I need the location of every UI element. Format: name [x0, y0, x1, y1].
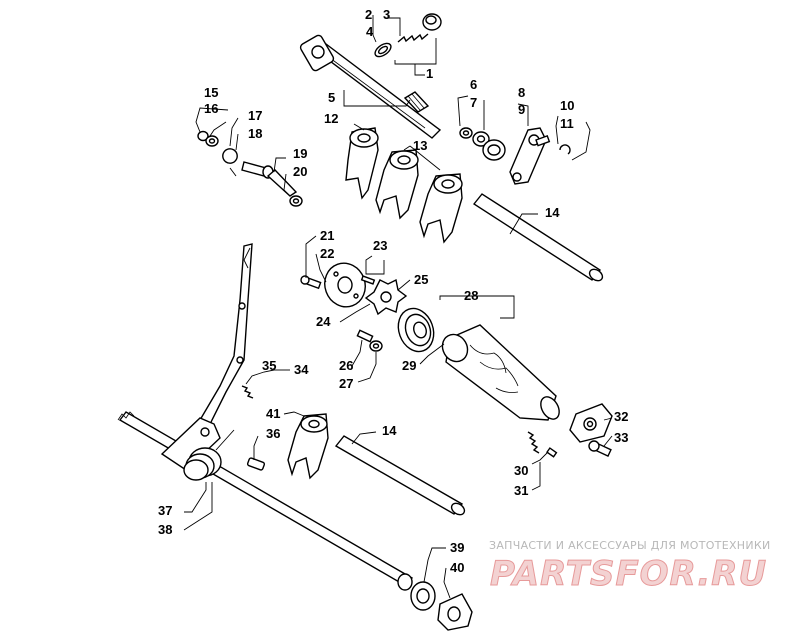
- callout-label: 30: [514, 463, 528, 478]
- return-spring-37: [183, 429, 235, 481]
- callout-label: 15: [204, 85, 218, 100]
- bolt-21: [300, 275, 322, 290]
- callout-label: 34: [294, 362, 309, 377]
- callout-numbers: 2 3 4 1 5 12 6 7 8 9 10 11 15 16 17 18 1…: [158, 7, 628, 575]
- callout-label: 35: [262, 358, 276, 373]
- washer-15: [197, 130, 209, 142]
- callout-label: 19: [293, 146, 307, 161]
- callout-label: 12: [324, 111, 338, 126]
- callout-label: 20: [293, 164, 307, 179]
- pins-23: [360, 275, 376, 285]
- callout-label: 17: [248, 108, 262, 123]
- callout-label: 16: [204, 101, 218, 116]
- bolt-33: [588, 440, 612, 458]
- pin-30: [527, 431, 558, 458]
- bushing-40: [437, 593, 473, 631]
- callout-label: 23: [373, 238, 387, 253]
- callout-label: 37: [158, 503, 172, 518]
- bearing-29: [397, 307, 435, 353]
- watermark: ЗАПЧАСТИ И АКСЕССУАРЫ ДЛЯ МОТОТЕХНИКИ PA…: [489, 539, 771, 595]
- callout-label: 29: [402, 358, 416, 373]
- lower-shift-shaft: [117, 411, 414, 591]
- callout-label: 8: [518, 85, 525, 100]
- watermark-tagline: ЗАПЧАСТИ И АКСЕССУАРЫ ДЛЯ МОТОТЕХНИКИ: [489, 539, 771, 552]
- star-cam-25: [364, 278, 408, 316]
- callout-label: 21: [320, 228, 334, 243]
- callout-label: 40: [450, 560, 464, 575]
- callout-label: 39: [450, 540, 464, 555]
- stopper-32: [569, 403, 613, 443]
- callout-label: 11: [560, 116, 574, 131]
- gearshift-arm: [189, 243, 253, 443]
- callout-label: 6: [470, 77, 477, 92]
- callout-label: 33: [614, 430, 628, 445]
- washer-27: [369, 340, 383, 352]
- shift-fork-13: [419, 173, 463, 244]
- shift-lever-8: [509, 127, 551, 185]
- callout-label: 24: [316, 314, 331, 329]
- washer-16: [205, 135, 219, 147]
- callout-label: 22: [320, 246, 334, 261]
- spring-2: [397, 33, 429, 43]
- bolt-36: [246, 457, 266, 471]
- washer-7: [472, 131, 490, 147]
- segment-22: [324, 262, 366, 308]
- bearing-collar: [482, 139, 506, 161]
- spring-17: [222, 148, 238, 177]
- callout-label: 7: [470, 95, 477, 110]
- arm-19: [266, 169, 303, 207]
- leader-lines: [183, 15, 613, 599]
- callout-label: 13: [413, 138, 427, 153]
- callout-label: 18: [248, 126, 262, 141]
- callout-label: 1: [426, 66, 433, 81]
- shaft-end-cap: [422, 13, 442, 31]
- bolt-26: [356, 329, 374, 343]
- callout-label: 26: [339, 358, 353, 373]
- callout-label: 38: [158, 522, 172, 537]
- callout-label: 36: [266, 426, 280, 441]
- shift-fork-5: [345, 127, 379, 200]
- callout-label: 31: [514, 483, 528, 498]
- callout-label: 2: [365, 7, 372, 22]
- fork-shaft-14-upper: [472, 193, 604, 282]
- callout-label: 9: [518, 102, 525, 117]
- washer-6: [459, 127, 473, 139]
- callout-label: 3: [383, 7, 390, 22]
- callout-label: 14: [545, 205, 560, 220]
- upper-shift-shaft: [299, 34, 442, 139]
- callout-label: 4: [366, 24, 374, 39]
- callout-label: 10: [560, 98, 574, 113]
- clip-10: [559, 144, 571, 155]
- shaft-lever-plate: [160, 417, 221, 471]
- callout-label: 25: [414, 272, 428, 287]
- callout-label: 5: [328, 90, 335, 105]
- shift-fork-41: [287, 413, 329, 480]
- fork-shaft-14-lower: [334, 435, 466, 516]
- callout-label: 28: [464, 288, 478, 303]
- watermark-logo: PARTSFOR.RU: [490, 554, 767, 594]
- callout-label: 27: [339, 376, 353, 391]
- callout-label: 41: [266, 406, 280, 421]
- spring-35: [241, 385, 254, 399]
- oil-seal-39: [410, 581, 436, 611]
- callout-label: 14: [382, 423, 397, 438]
- o-ring-4: [374, 42, 392, 58]
- shift-fork-12: [375, 149, 419, 220]
- shift-drum-28: [441, 324, 560, 421]
- callout-label: 32: [614, 409, 628, 424]
